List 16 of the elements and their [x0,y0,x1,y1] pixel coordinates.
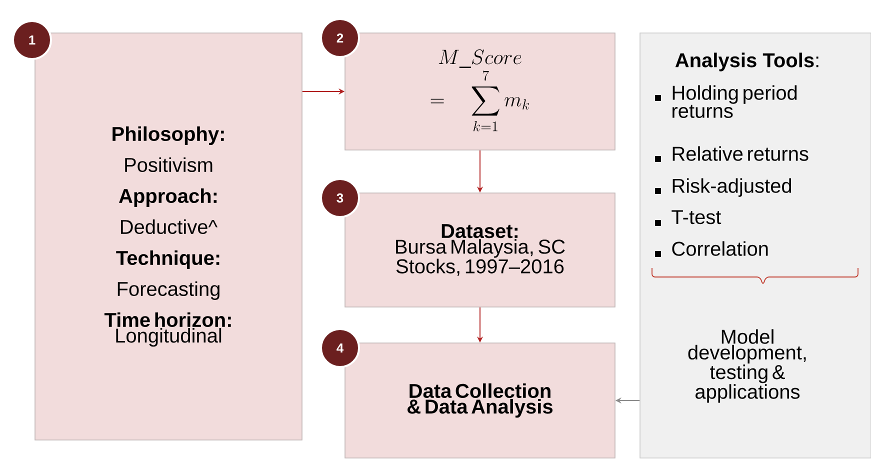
number-badge: 4 [320,328,360,368]
bullet-item: Relative returns [655,146,808,162]
number-badge: 3 [320,178,360,218]
bullet-item: Correlation [655,241,768,257]
formula-box: $M\_Score$ $=\sum_{k=1}^{7} m_k$ [344,32,616,150]
bullet-item: T-test [655,210,722,226]
process-box: Dataset: Bursa Malaysia, SC Stocks, 1997–2016 [344,192,616,308]
bullet-item: Risk-adjusted [655,178,792,197]
process-box: Philosophy: Positivism Approach: Deductive^ Technique: Forecasting Time horizon: Longitudinal [34,32,302,440]
process-box: Data Collection & Data Analysis [344,342,616,458]
bullet-item: Holding period returns [655,85,797,118]
number-badge: 2 [320,18,360,58]
panel-note: Model development, testing & applications [688,329,806,403]
panel-heading: Analysis Tools: [675,52,818,72]
tools-panel [640,32,871,458]
number-badge: 1 [12,20,52,60]
